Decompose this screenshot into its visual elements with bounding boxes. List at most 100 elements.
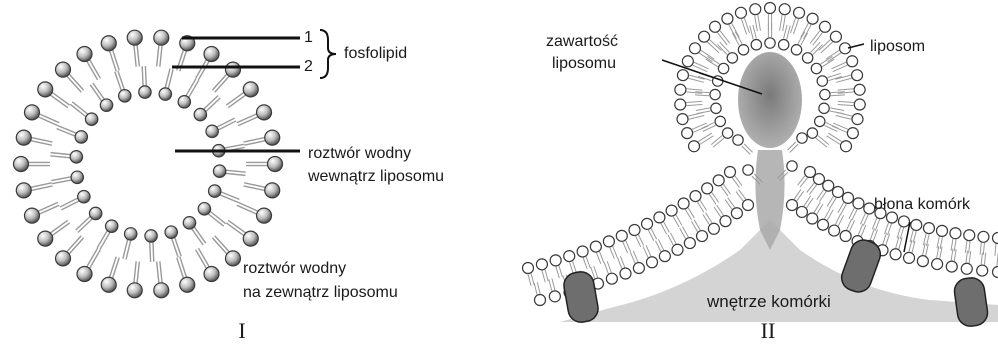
- inner-phospholipid-head: [106, 220, 118, 232]
- outer-phospholipid-head: [16, 130, 31, 145]
- lipid-tail: [221, 192, 240, 200]
- lipid-tail: [896, 237, 899, 249]
- lipid-tail: [570, 262, 574, 273]
- liposome-inner-head: [727, 53, 737, 63]
- lipid-tail: [700, 136, 714, 145]
- liposome-outer-head: [779, 4, 790, 15]
- lipid-tail: [686, 101, 702, 102]
- liposome-inner-head: [715, 116, 725, 126]
- membrane-head: [890, 249, 901, 260]
- membrane-head: [654, 212, 665, 223]
- outer-phospholipid-head: [154, 283, 169, 298]
- membrane-head: [832, 186, 843, 197]
- membrane-head: [961, 263, 972, 274]
- free-lipid-head: [787, 161, 797, 171]
- membrane-head: [840, 231, 851, 242]
- membrane-head: [917, 256, 928, 267]
- lipid-tail: [794, 189, 801, 199]
- lipid-tail: [594, 266, 598, 277]
- lipid-tail: [753, 25, 756, 39]
- membrane-head: [977, 265, 988, 276]
- membrane-head: [978, 231, 989, 242]
- lipid-tail: [831, 62, 846, 69]
- lipid-tail: [885, 223, 889, 234]
- lipid-tail: [134, 45, 136, 67]
- outer-phospholipid-head: [127, 30, 142, 45]
- lipid-tail: [57, 129, 76, 137]
- lipid-tail: [109, 257, 116, 278]
- membrane-protein-middle: [838, 236, 884, 295]
- inner-phospholipid-head: [198, 203, 210, 215]
- lipid-tail: [134, 261, 136, 283]
- outer-phospholipid-head: [16, 183, 31, 198]
- lipid-tail: [804, 196, 811, 206]
- lipid-tail: [739, 190, 746, 200]
- lipid-tail: [807, 198, 814, 208]
- lipid-tail: [697, 111, 711, 114]
- lipid-tail: [721, 186, 728, 196]
- lipid-tail: [692, 123, 707, 129]
- membrane-head: [666, 205, 677, 216]
- lipid-tail: [787, 26, 790, 40]
- lipid-tail: [537, 282, 540, 294]
- liposome-inner-head: [807, 128, 817, 138]
- lipid-tail: [790, 144, 798, 152]
- membrane-head: [647, 257, 658, 268]
- liposome-outer-head: [819, 21, 830, 32]
- lipid-tail: [157, 44, 159, 66]
- membrane-head: [720, 216, 731, 227]
- liposome-outer-head: [854, 84, 865, 95]
- lipid-tail: [701, 50, 714, 59]
- inner-phospholipid-head: [71, 171, 83, 183]
- outer-phospholipid-head: [257, 105, 272, 120]
- inner-phospholipid-head: [100, 99, 112, 111]
- lipid-tail: [142, 66, 143, 86]
- membrane-head: [932, 259, 943, 270]
- lipid-tail: [172, 238, 178, 257]
- lipid-tail: [50, 156, 70, 158]
- membrane-head: [993, 267, 998, 278]
- lipid-tail: [545, 270, 548, 282]
- membrane-head: [725, 167, 736, 178]
- outer-phospholipid-head: [225, 62, 240, 77]
- liposome-inner-head: [738, 45, 748, 55]
- lipid-tail: [735, 176, 742, 186]
- figure-i-caption: I: [238, 318, 245, 343]
- lipid-tail: [780, 15, 783, 31]
- lipid-tail: [180, 257, 187, 278]
- figure-ii-caption: II: [761, 318, 776, 343]
- lipid-tail: [800, 178, 807, 187]
- liposome-outer-head: [689, 141, 700, 152]
- inner-solution-label-line2: wewnątrz liposomu: [307, 168, 444, 185]
- liposome-contents: [738, 52, 802, 148]
- liposome-outer-head: [682, 56, 693, 67]
- inner-phospholipid-head: [145, 230, 157, 242]
- lipid-tail: [112, 258, 119, 279]
- lipid-tail: [696, 108, 710, 111]
- outer-phospholipid-head: [225, 251, 240, 266]
- lipid-tail: [784, 25, 787, 39]
- membrane-head: [993, 233, 998, 244]
- lipid-tail: [150, 242, 151, 262]
- liposome-outer-head: [682, 128, 693, 139]
- liposome-inner-head: [819, 103, 829, 113]
- lipid-tail: [685, 209, 691, 219]
- outer-phospholipid-head: [265, 130, 280, 145]
- membrane-head: [904, 252, 915, 263]
- liposome-inner-head: [817, 76, 827, 86]
- lipid-tail: [883, 233, 887, 244]
- membrane-head: [787, 200, 798, 211]
- lipid-tail: [717, 44, 727, 54]
- liposome-outer-head: [840, 141, 851, 152]
- membrane-head: [659, 251, 670, 262]
- inner-phospholipid-head: [194, 108, 206, 120]
- lipid-tail: [836, 116, 852, 120]
- membrane-head: [964, 230, 975, 241]
- lipid-tail: [720, 42, 730, 52]
- lipid-tail: [732, 178, 739, 188]
- lipid-tail: [830, 111, 844, 114]
- membrane-head: [823, 180, 834, 191]
- lipid-tail: [534, 283, 537, 295]
- lipid-tail: [706, 213, 712, 223]
- cell-interior-label: wnętrze komórki: [706, 292, 831, 311]
